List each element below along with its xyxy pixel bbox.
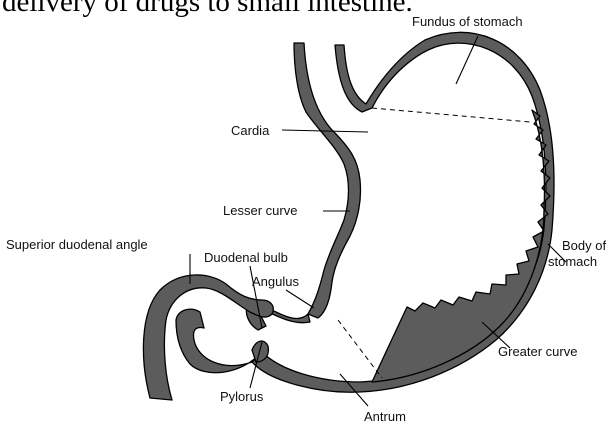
greater-curve-rugae: [372, 110, 550, 382]
label-pylorus: Pylorus: [220, 389, 264, 404]
duodenum-wall: [143, 275, 273, 400]
label-cardia: Cardia: [231, 123, 270, 138]
angulus-pointer: [286, 290, 314, 308]
fundus-boundary-line: [372, 108, 530, 122]
antrum-boundary-line: [338, 320, 382, 378]
label-antrum: Antrum: [364, 409, 406, 421]
caption-text: delivery of drugs to small intestine.: [2, 0, 413, 17]
label-lesser-curve: Lesser curve: [223, 203, 297, 218]
label-fundus: Fundus of stomach: [412, 14, 523, 29]
label-superior-duodenal-angle: Superior duodenal angle: [6, 237, 148, 252]
label-body-line1: Body of: [562, 238, 606, 253]
label-duodenal-bulb: Duodenal bulb: [204, 250, 288, 265]
label-greater-curve: Greater curve: [498, 344, 577, 359]
label-angulus: Angulus: [252, 274, 299, 289]
label-body-line2: stomach: [548, 254, 597, 269]
